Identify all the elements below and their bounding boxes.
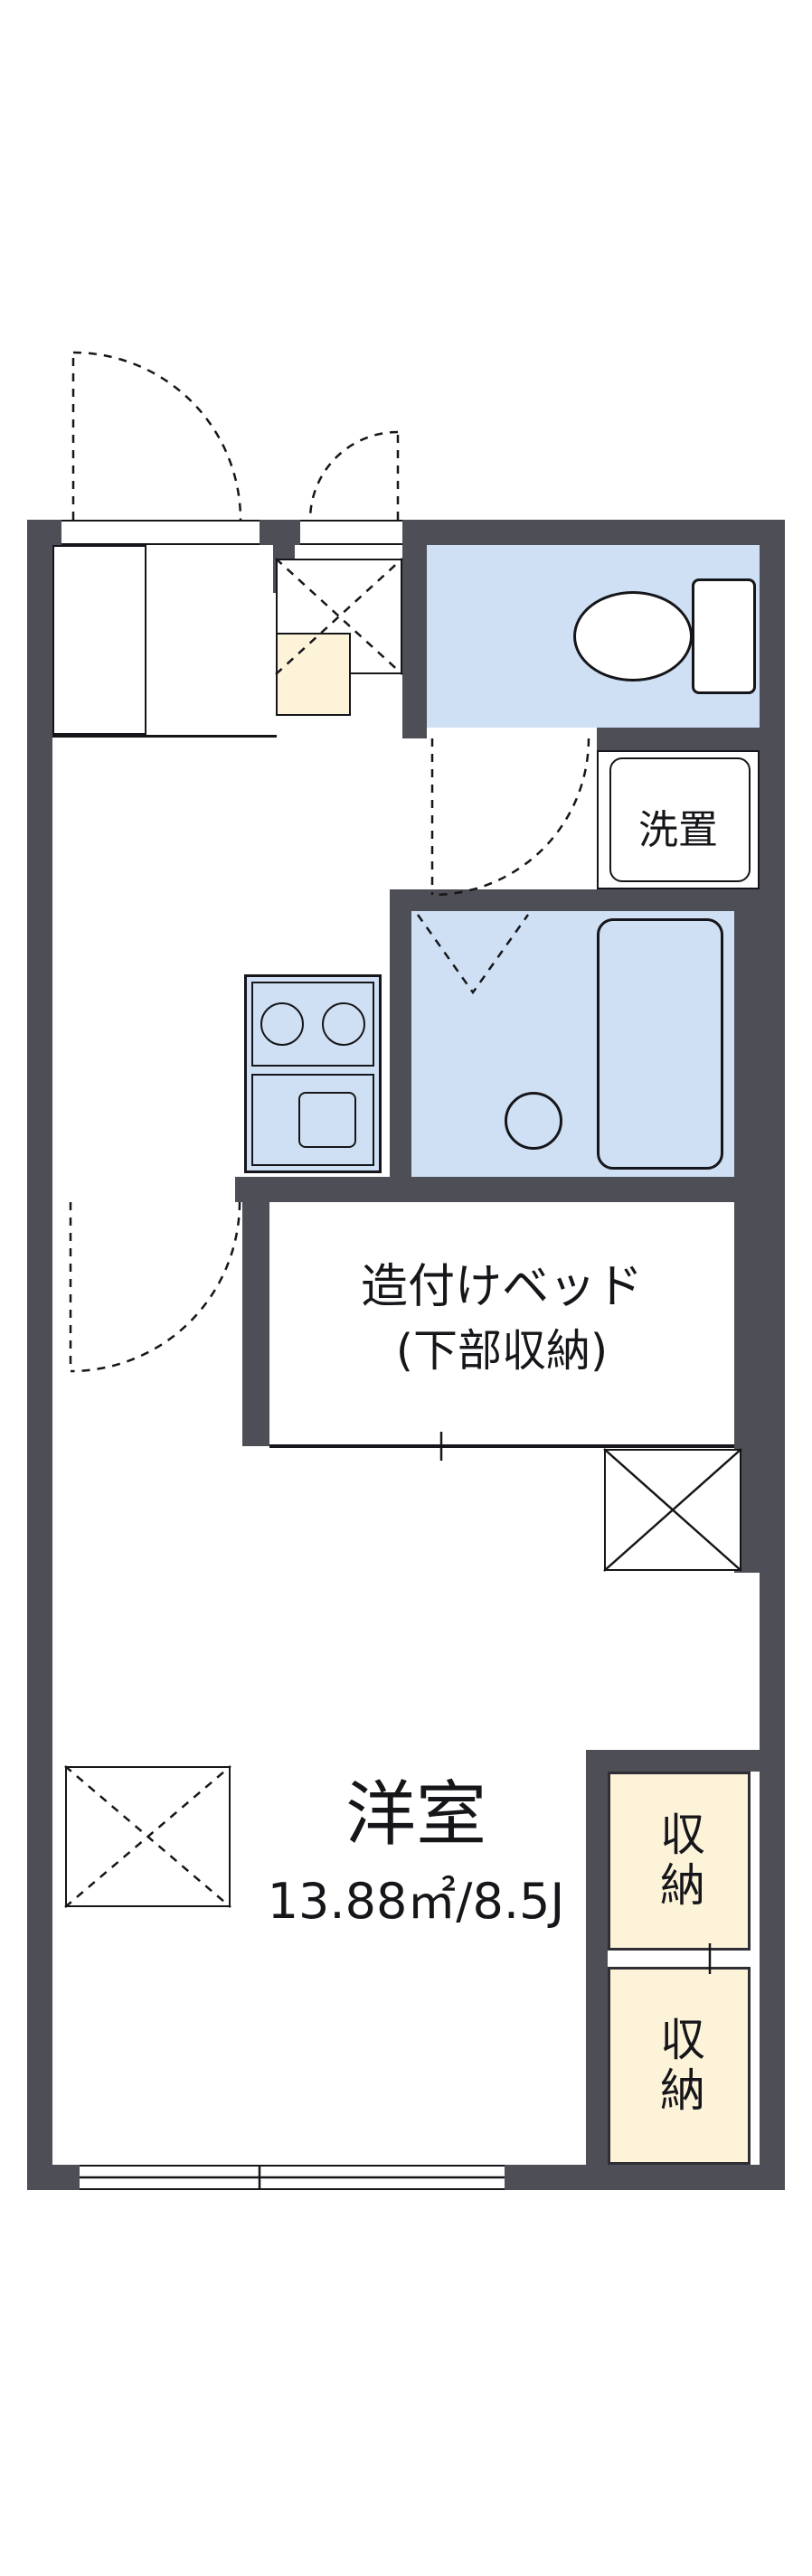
wall-below-toilet <box>597 728 760 750</box>
closet-lower <box>608 1967 751 2165</box>
bed-bottom-line <box>269 1444 734 1448</box>
closet-upper <box>608 1772 751 1951</box>
wall-closet-left <box>586 1750 608 2165</box>
bed-label-line2: (下部収納) <box>395 1324 609 1377</box>
fridge-space <box>604 1449 741 1571</box>
closet-upper-label: 収納 <box>653 1810 705 1912</box>
shoe-cabinet <box>52 545 146 735</box>
genkan-step-line <box>52 735 277 738</box>
outer-wall-right <box>760 520 785 2190</box>
outer-wall-bottom-left <box>27 2165 80 2190</box>
toilet-door-arc <box>431 738 590 897</box>
laundry-label: 洗置 <box>638 807 718 853</box>
burner-left-icon <box>260 1002 304 1046</box>
outer-wall-top-right <box>402 520 785 545</box>
bathtub <box>597 918 723 1170</box>
sink-basin <box>298 1092 356 1148</box>
entrance-door-opening <box>61 520 260 545</box>
washer-pan <box>609 757 751 882</box>
outer-wall-left <box>27 520 52 2190</box>
laundry-room <box>597 750 760 889</box>
wall-bath-left <box>390 889 411 1202</box>
outer-wall-bottom-right <box>505 2165 785 2190</box>
built-in-bed-label: 造付けベッド (下部収納) <box>269 1255 734 1382</box>
main-room-label: 洋室 13.88㎡/8.5J <box>181 1758 651 1932</box>
sink-counter <box>251 1074 374 1166</box>
window-bottom <box>80 2165 505 2190</box>
room-door-arc <box>70 1201 241 1373</box>
stove-top <box>251 982 374 1067</box>
service-door-opening <box>300 520 402 545</box>
wall-toilet-left <box>402 545 427 738</box>
main-room-area: 13.88㎡/8.5J <box>267 1873 565 1930</box>
wall-closet-top <box>586 1750 760 1772</box>
closet-lower-label: 収納 <box>653 2015 705 2117</box>
service-door-arc <box>308 430 399 521</box>
entrance-door-arc <box>72 351 242 521</box>
outer-wall-top-mid <box>260 520 300 545</box>
wall-bath-bottom <box>235 1177 760 1202</box>
toilet-tank <box>692 578 756 694</box>
wall-bath-top <box>390 889 760 911</box>
toilet-bowl <box>573 591 693 682</box>
main-room-name: 洋室 <box>345 1774 486 1856</box>
bed-label-line1: 造付けベッド <box>360 1260 643 1314</box>
wall-bed-left <box>242 1202 269 1446</box>
entrance-storage-box <box>276 633 351 716</box>
burner-right-icon <box>322 1002 365 1046</box>
bath-drain <box>505 1092 562 1150</box>
